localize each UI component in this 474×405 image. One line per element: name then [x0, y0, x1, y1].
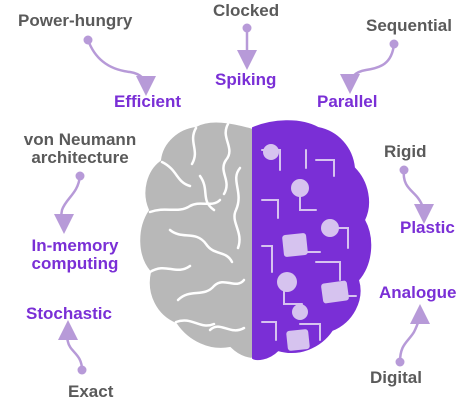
- label-clocked: Clocked: [213, 1, 280, 20]
- arrow-powerhungry-efficient: [86, 38, 156, 96]
- circuit-node-3: [321, 219, 339, 237]
- circuit-node-5: [292, 304, 308, 320]
- arrows: [53, 26, 434, 372]
- circuit-node-1: [263, 144, 279, 160]
- label-power-hungry: Power-hungry: [18, 11, 133, 30]
- arrow-digital-analogue: [398, 304, 430, 364]
- label-von-neumann-line2: architecture: [31, 147, 129, 167]
- label-efficient: Efficient: [114, 92, 182, 111]
- label-exact: Exact: [68, 382, 114, 401]
- brain-left-hemisphere: [138, 120, 254, 360]
- label-in-memory-computing: In-memory computing: [12, 237, 138, 273]
- brain-right-hemisphere: [252, 120, 372, 360]
- label-stochastic: Stochastic: [26, 304, 112, 323]
- label-von-neumann-line1: von Neumann: [23, 130, 137, 149]
- arrow-exact-stochastic: [57, 320, 84, 372]
- label-von-neumann: von Neumann architecture: [12, 131, 148, 167]
- circuit-chip-1: [282, 233, 308, 257]
- arrow-vonneumann-inmemory: [53, 174, 82, 234]
- arrow-origin-dots: [75, 23, 409, 375]
- label-rigid: Rigid: [384, 142, 427, 161]
- circuit-chip-3: [286, 329, 310, 351]
- circuit-chip-2: [321, 280, 349, 304]
- label-spiking: Spiking: [215, 70, 277, 89]
- label-analogue: Analogue: [379, 283, 457, 302]
- label-plastic: Plastic: [400, 218, 455, 237]
- label-in-memory-line2: computing: [31, 253, 119, 273]
- arrow-sequential-parallel: [340, 42, 396, 94]
- label-sequential: Sequential: [366, 16, 452, 35]
- label-parallel: Parallel: [317, 92, 378, 111]
- label-in-memory-line1: In-memory: [31, 236, 119, 255]
- label-digital: Digital: [370, 368, 422, 387]
- arrow-rigid-plastic: [402, 168, 434, 224]
- circuit-node-2: [291, 179, 309, 197]
- circuit-node-4: [277, 272, 297, 292]
